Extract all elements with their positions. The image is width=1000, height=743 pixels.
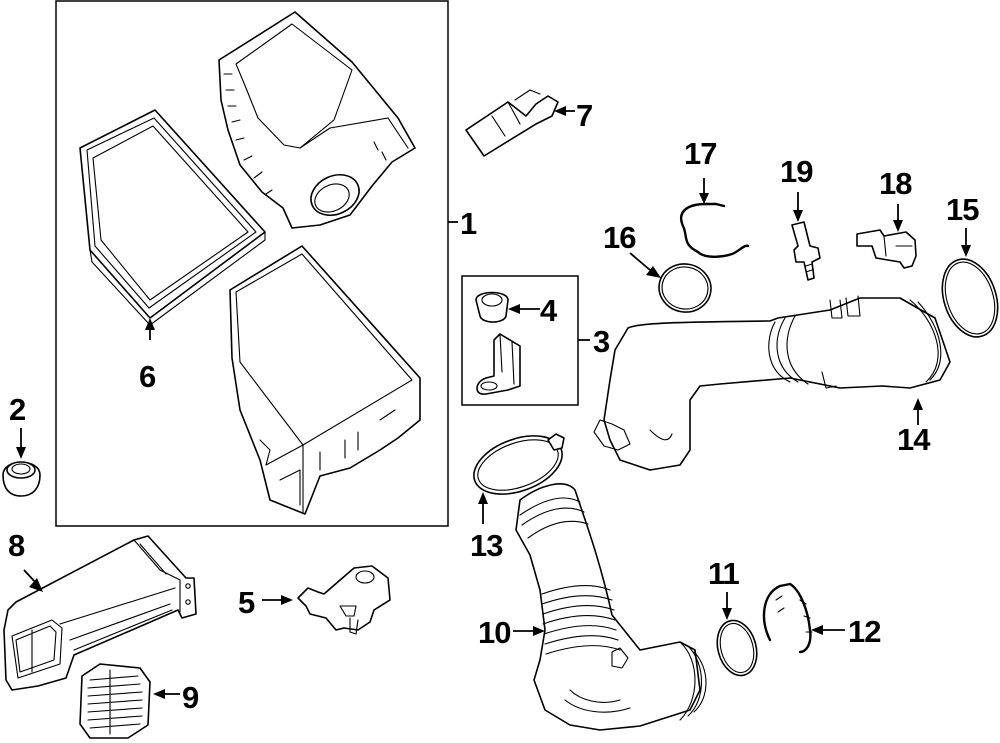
callout-19[interactable]: 19 [780, 154, 814, 189]
arrow-9 [153, 689, 165, 699]
callout-15[interactable]: 15 [946, 192, 980, 227]
callout-8[interactable]: 8 [8, 528, 26, 563]
retaining-clip-12[interactable] [762, 582, 813, 654]
arrow-8 [29, 578, 43, 592]
callout-6[interactable]: 6 [139, 359, 157, 394]
assembly-1-box [55, 0, 449, 527]
arrow-13 [478, 492, 488, 504]
arrow-7 [554, 106, 566, 116]
hose-clamp-13[interactable] [466, 425, 570, 505]
callout-17[interactable]: 17 [684, 136, 717, 171]
seal-ring-11[interactable] [711, 616, 762, 680]
leader-8 [23, 569, 37, 584]
callout-16[interactable]: 16 [603, 220, 637, 255]
arrow-15 [961, 245, 971, 257]
bracket-5[interactable] [297, 565, 391, 635]
mass-air-flow-sensor-7[interactable] [465, 89, 559, 157]
callout-4[interactable]: 4 [540, 293, 559, 328]
arrow-4 [508, 304, 520, 314]
arrow-10 [533, 626, 545, 636]
bracket-3[interactable] [476, 333, 521, 395]
arrow-14 [913, 398, 923, 410]
inlet-duct-8[interactable] [3, 535, 197, 691]
arrow-12 [811, 625, 823, 635]
callout-5[interactable]: 5 [238, 585, 256, 620]
arrow-16 [646, 266, 661, 278]
arrow-19 [793, 210, 803, 222]
air-filter-element[interactable] [79, 109, 266, 326]
callout-9[interactable]: 9 [182, 680, 200, 715]
outlet-hose-10[interactable] [515, 483, 707, 731]
intake-tube-14[interactable] [593, 295, 951, 471]
wire-clip-17[interactable] [680, 202, 750, 258]
temperature-sensor-19[interactable] [791, 221, 821, 281]
inlet-grille-9[interactable] [79, 663, 151, 739]
callout-11[interactable]: 11 [708, 556, 741, 591]
callout-2[interactable]: 2 [9, 392, 26, 427]
grommet-2[interactable] [2, 461, 41, 497]
pressure-sensor-18[interactable] [856, 229, 917, 269]
callout-12[interactable]: 12 [848, 614, 881, 649]
arrow-5 [281, 595, 293, 605]
arrow-18 [893, 220, 903, 232]
callout-14[interactable]: 14 [897, 422, 932, 457]
air-cleaner-upper-housing[interactable] [218, 11, 416, 229]
seal-ring-16[interactable] [655, 260, 715, 316]
leader-16 [629, 252, 651, 271]
arrow-2 [16, 447, 26, 459]
bracket-grommet-4[interactable] [475, 291, 509, 323]
callout-7[interactable]: 7 [576, 98, 593, 133]
arrow-17 [699, 193, 709, 204]
callout-3[interactable]: 3 [593, 324, 611, 359]
air-cleaner-lower-housing[interactable] [229, 245, 421, 515]
callout-10[interactable]: 10 [478, 615, 511, 650]
seal-ring-15[interactable] [933, 252, 1000, 344]
arrow-6 [145, 318, 155, 330]
callout-13[interactable]: 13 [470, 528, 504, 563]
callout-1[interactable]: 1 [460, 206, 478, 241]
arrow-11 [722, 608, 732, 620]
callout-18[interactable]: 18 [879, 166, 913, 201]
